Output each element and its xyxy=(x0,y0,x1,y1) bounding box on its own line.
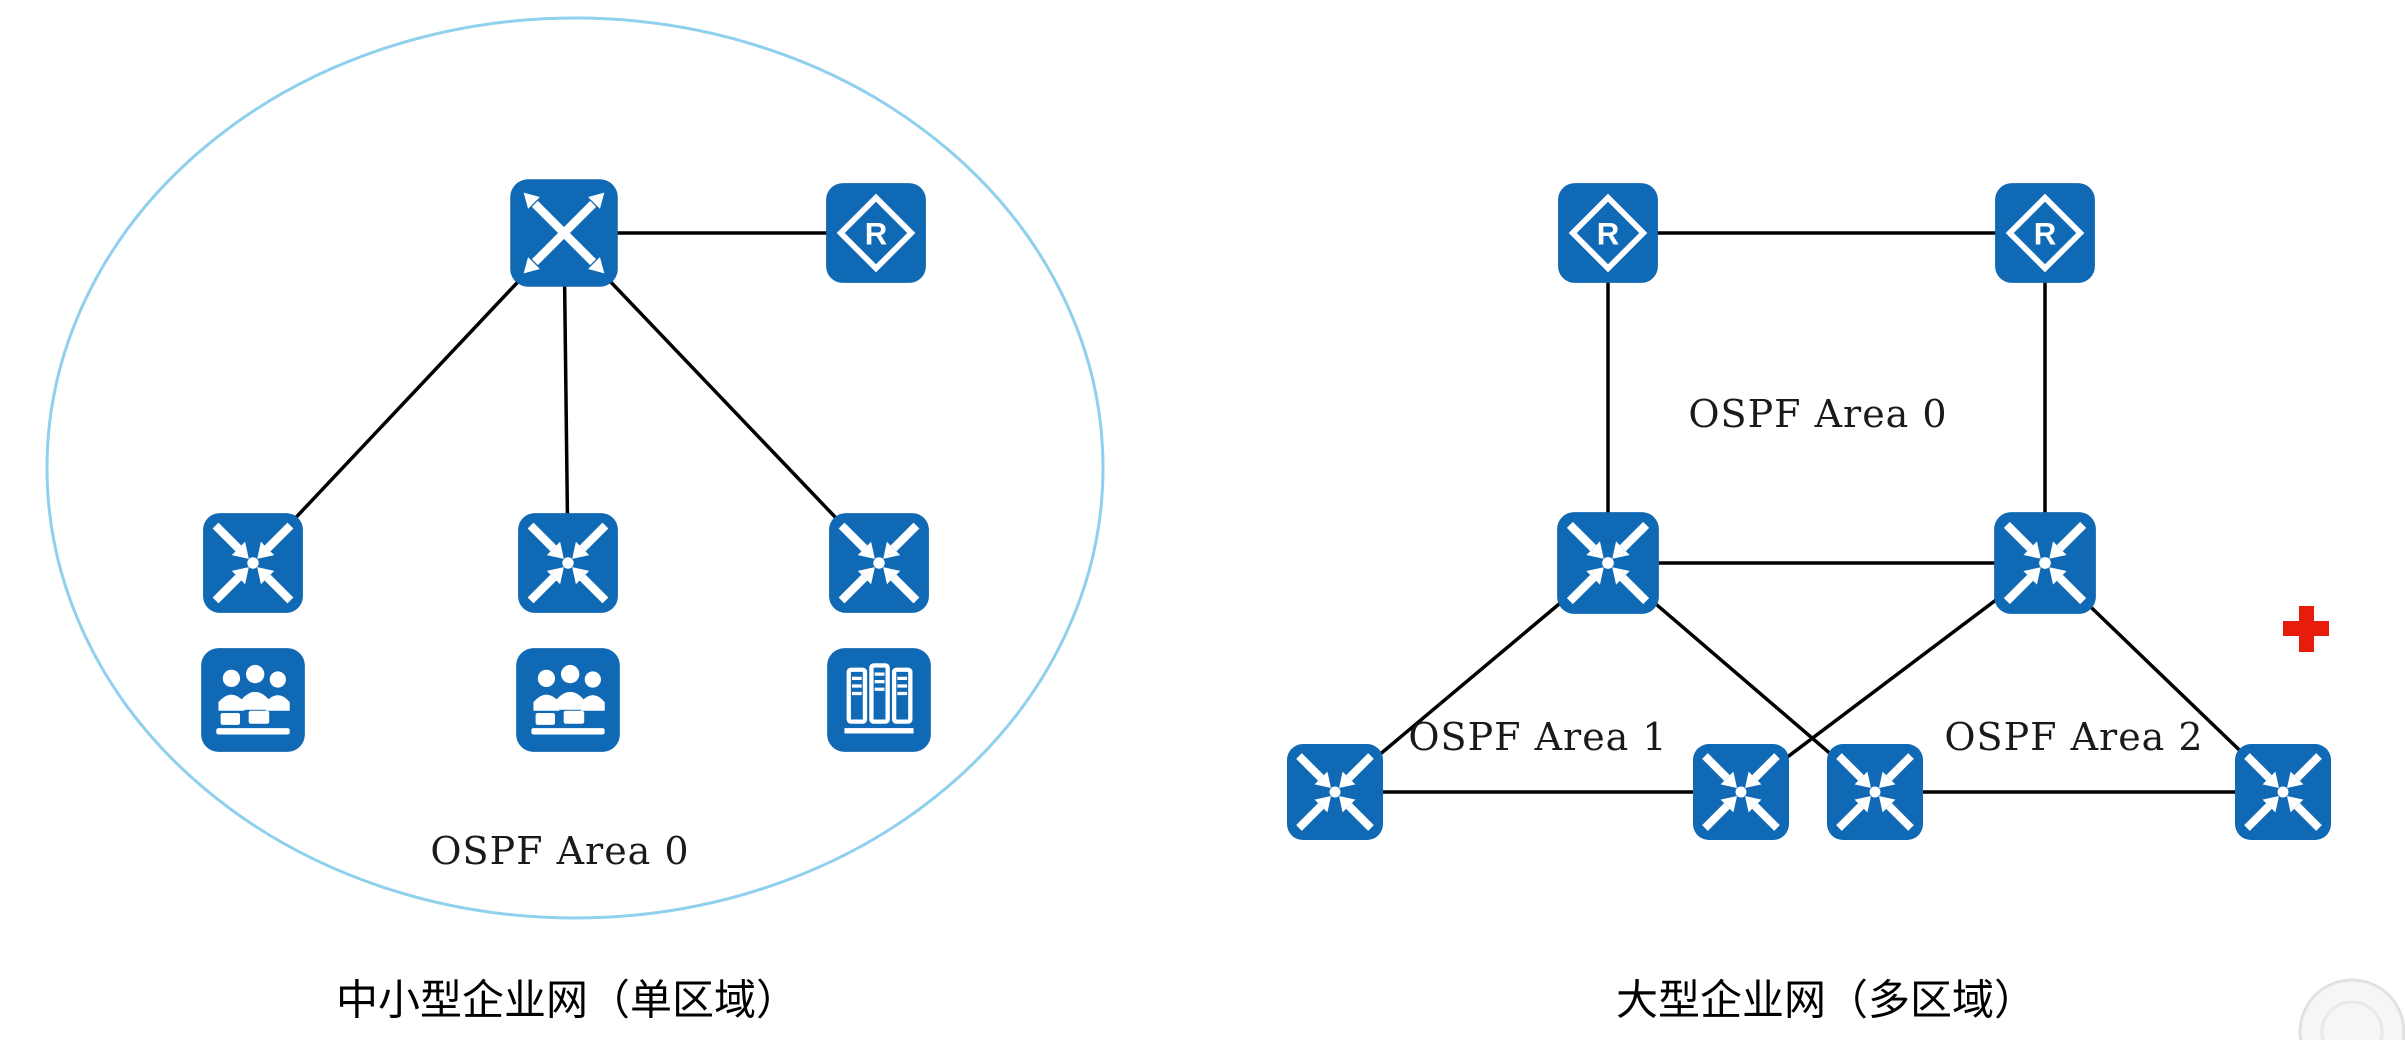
circular-watermark xyxy=(2298,978,2405,1040)
access-switch-2-icon xyxy=(516,511,620,615)
red-plus-marker xyxy=(2283,606,2329,652)
access-switch-3-icon xyxy=(827,511,931,615)
link-core-switch3 xyxy=(562,231,881,565)
abr-switch-1-icon xyxy=(1555,510,1661,616)
abr-switch-2-icon xyxy=(1992,510,2098,616)
area1-switch-1-icon xyxy=(1285,742,1385,842)
right-area1-label: OSPF Area 1 xyxy=(1408,715,1668,759)
user-group-1-icon xyxy=(199,646,307,754)
router-1-icon xyxy=(1556,181,1660,285)
left-diagram-caption: 中小型企业网（单区域） xyxy=(335,975,799,1025)
area2-switch-2-icon xyxy=(2233,742,2333,842)
access-switch-1-icon xyxy=(201,511,305,615)
link-abr2-area1sw2 xyxy=(1739,561,2047,794)
area0-boundary-ellipse xyxy=(45,16,1105,920)
left-diagram-links xyxy=(251,231,881,565)
right-area2-label: OSPF Area 2 xyxy=(1944,715,2204,759)
router-2-icon xyxy=(1993,181,2097,285)
server-group-icon xyxy=(825,646,933,754)
area2-switch-1-icon xyxy=(1825,742,1925,842)
core-l3-switch-icon xyxy=(508,177,620,289)
egress-router-icon xyxy=(824,181,928,285)
link-core-switch1 xyxy=(251,231,566,565)
left-area0-label: OSPF Area 0 xyxy=(430,829,690,873)
area1-switch-2-icon xyxy=(1691,742,1791,842)
right-diagram-caption: 大型企业网（多区域） xyxy=(1615,975,2037,1025)
link-core-switch2 xyxy=(562,232,570,564)
user-group-2-icon xyxy=(514,646,622,754)
right-area0-label: OSPF Area 0 xyxy=(1688,392,1948,436)
right-diagram-links xyxy=(1333,231,2285,794)
